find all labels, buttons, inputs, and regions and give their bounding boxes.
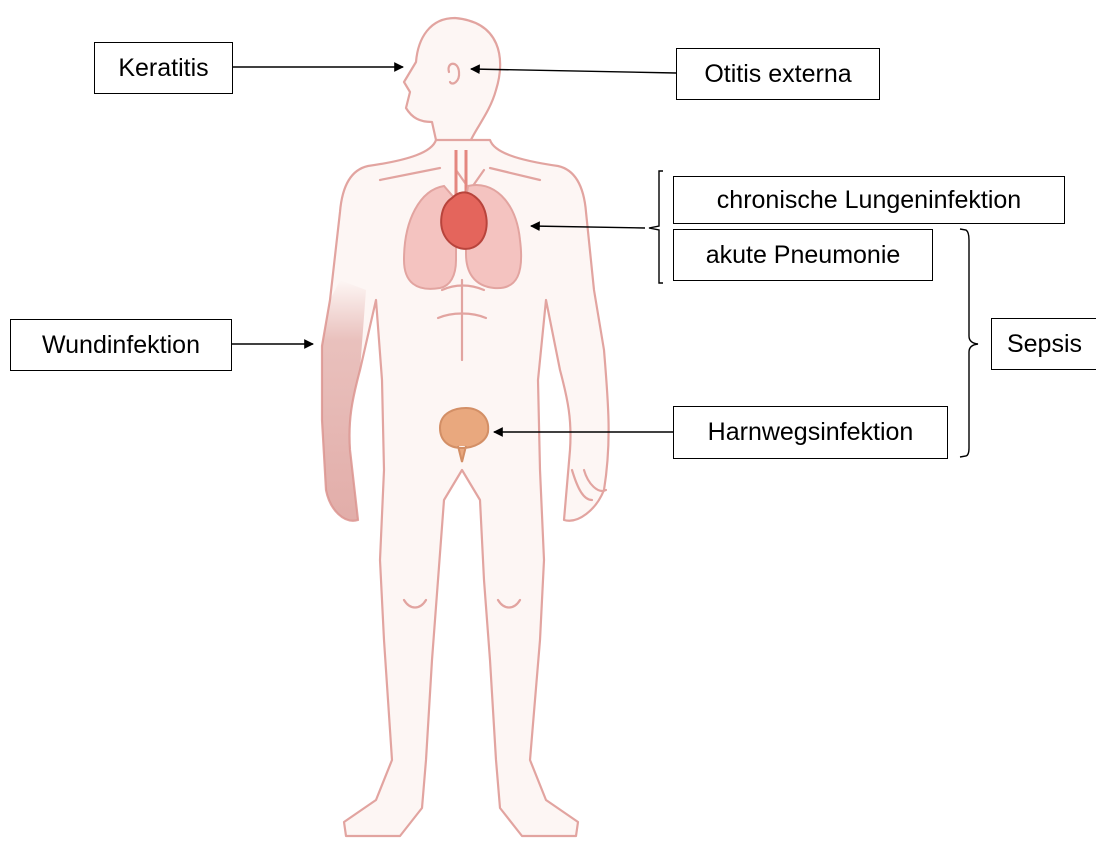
sepsis-brace [960, 229, 978, 457]
label-akute-pneumonie: akute Pneumonie [673, 229, 933, 281]
label-otitis-externa: Otitis externa [676, 48, 880, 100]
wound-arm-shading [322, 280, 366, 521]
label-chronische-lungeninfektion: chronische Lungeninfektion [673, 176, 1065, 224]
heart [441, 192, 486, 249]
head [404, 18, 500, 142]
label-wundinfektion: Wundinfektion [10, 319, 232, 371]
label-sepsis: Sepsis [991, 318, 1096, 370]
otitis-arrow [471, 69, 676, 73]
label-keratitis: Keratitis [94, 42, 233, 94]
lung-group-bracket [649, 171, 663, 283]
label-harnwegsinfektion: Harnwegsinfektion [673, 406, 948, 459]
